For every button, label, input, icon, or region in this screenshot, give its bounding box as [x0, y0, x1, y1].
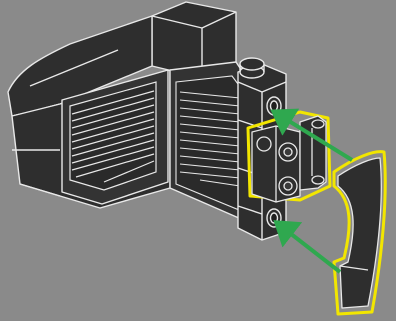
plate-stud-1	[257, 137, 271, 151]
plate-with-clips-and-studs	[248, 112, 330, 202]
lower-attach-arrow	[286, 230, 340, 272]
curved-slope-panel	[334, 152, 385, 314]
